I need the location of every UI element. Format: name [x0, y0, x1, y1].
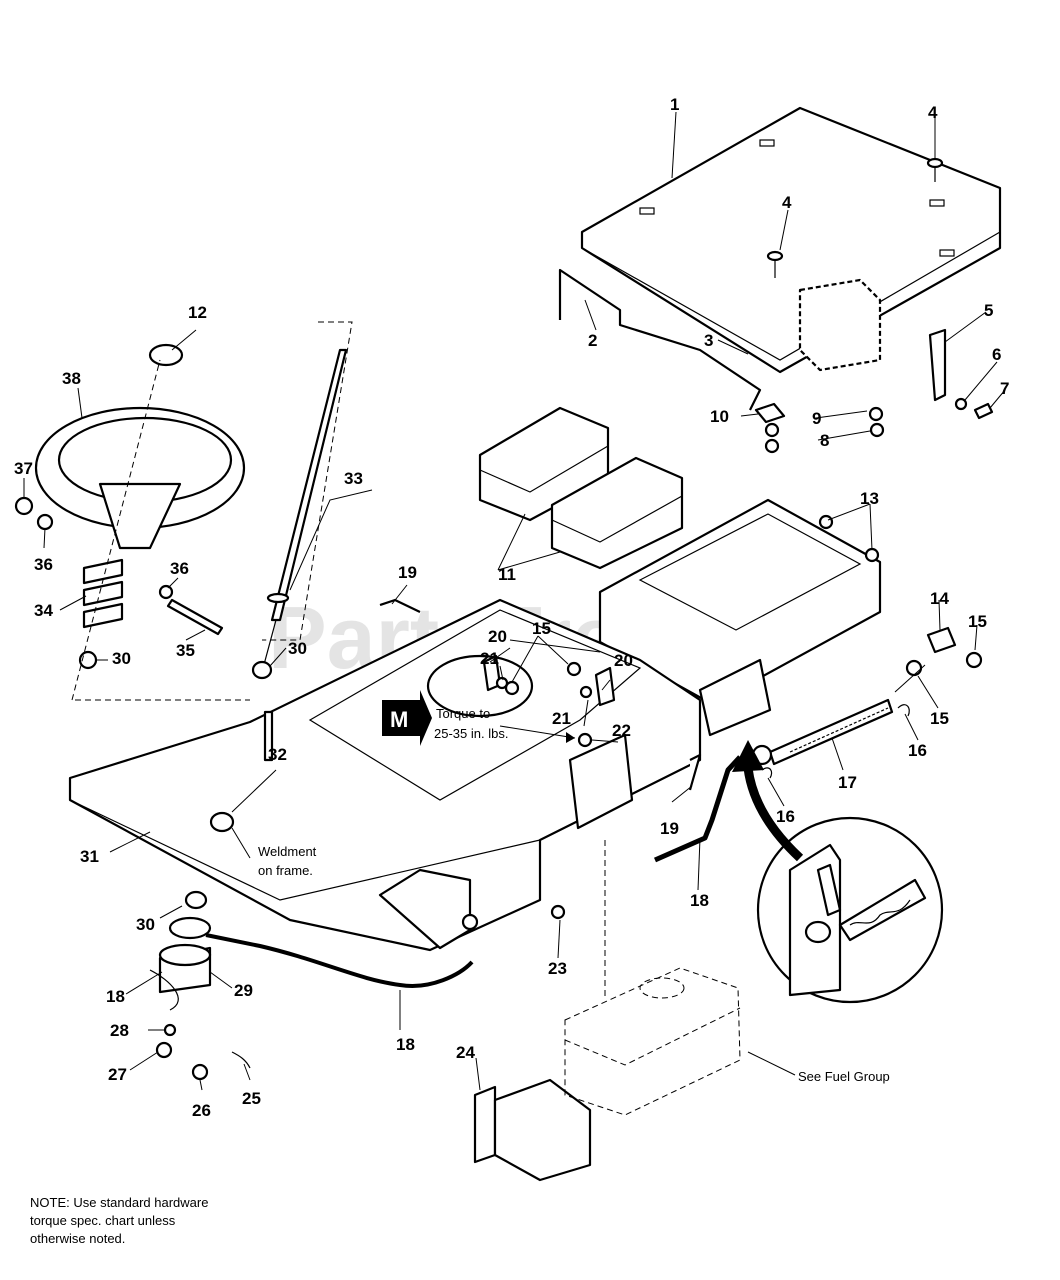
callout-5: 5 [984, 301, 993, 320]
callout-21b: 21 [552, 709, 571, 728]
rod-part-18-right [653, 755, 742, 863]
callout-38: 38 [62, 369, 81, 388]
callout-21a: 21 [480, 649, 499, 668]
lower-hardware [149, 890, 251, 1081]
rear-frame-bracket [598, 498, 882, 737]
torque-note-line1: Torque to [436, 706, 490, 721]
callout-labels: 1 2 3 4 4 5 6 7 8 9 10 11 12 13 14 15 15… [14, 95, 1009, 1120]
steering-wheel-part-38 [34, 343, 246, 550]
callout-4b: 4 [782, 193, 792, 212]
callout-3: 3 [704, 331, 713, 350]
callout-28: 28 [110, 1021, 129, 1040]
detail-arrow [743, 767, 804, 862]
callout-27: 27 [108, 1065, 127, 1084]
callout-17: 17 [838, 773, 857, 792]
callout-15c: 15 [930, 709, 949, 728]
callout-11: 11 [498, 565, 516, 584]
seat-rod-part-2 [558, 268, 762, 411]
callout-14: 14 [930, 589, 949, 608]
callout-8: 8 [820, 431, 829, 450]
callout-19a: 19 [398, 563, 417, 582]
callout-24: 24 [456, 1043, 475, 1062]
main-frame-part-31 [68, 598, 702, 952]
callout-2: 2 [588, 331, 597, 350]
callout-33: 33 [344, 469, 363, 488]
callout-6: 6 [992, 345, 1001, 364]
callout-12: 12 [188, 303, 207, 322]
callout-19b: 19 [660, 819, 679, 838]
weight-blocks-part-11 [478, 406, 684, 570]
callout-16b: 16 [776, 807, 795, 826]
callout-37: 37 [14, 459, 33, 478]
detail-inset [756, 816, 944, 1004]
callout-29: 29 [234, 981, 253, 1000]
callout-9: 9 [812, 409, 821, 428]
leader-lines [23, 111, 1006, 1091]
callout-18c: 18 [106, 987, 125, 1006]
callout-20b: 20 [614, 651, 633, 670]
wheel-hardware [14, 496, 273, 680]
frame-bolts [379, 514, 880, 920]
callout-4a: 4 [928, 103, 938, 122]
seat-hardware [764, 397, 994, 454]
fuel-tank-outline [564, 967, 741, 1116]
spring-part-34 [78, 558, 124, 670]
footer-note-line1: NOTE: Use standard hardware [30, 1195, 208, 1210]
callout-18b: 18 [396, 1035, 415, 1054]
cable-part-18-lower [205, 933, 474, 988]
torque-marker: M Torque to 25-35 in. lbs. [382, 690, 576, 746]
weldment-note-line2: on frame. [258, 863, 313, 878]
brackets-part-20 [482, 654, 616, 707]
callout-10: 10 [710, 407, 729, 426]
callout-30a: 30 [136, 915, 155, 934]
weldment-note-line1: Weldment [258, 844, 317, 859]
detail-arrowhead [732, 740, 764, 772]
callout-20a: 20 [488, 627, 507, 646]
callout-1: 1 [670, 95, 679, 114]
callout-18a: 18 [690, 891, 709, 910]
callout-16a: 16 [908, 741, 927, 760]
callout-22: 22 [612, 721, 631, 740]
callout-35: 35 [176, 641, 195, 660]
footer-note-line2: torque spec. chart unless [30, 1213, 176, 1228]
callout-23: 23 [548, 959, 567, 978]
callout-7: 7 [1000, 379, 1009, 398]
callout-15a: 15 [532, 619, 551, 638]
footer-note-line3: otherwise noted. [30, 1231, 125, 1246]
callout-36b: 36 [170, 559, 189, 578]
fuel-group-note: See Fuel Group [798, 1069, 890, 1084]
weldment-part-32 [209, 811, 235, 833]
seat-clip-part-10 [754, 402, 786, 424]
carriage-bolt-part-4 [766, 157, 944, 278]
callout-32: 32 [268, 745, 287, 764]
callout-31: 31 [80, 847, 99, 866]
callout-13: 13 [860, 489, 879, 508]
mount-bracket [568, 733, 634, 830]
torque-note-line2: 25-35 in. lbs. [434, 726, 508, 741]
callout-26: 26 [192, 1101, 211, 1120]
callout-30b: 30 [288, 639, 307, 658]
callout-25: 25 [242, 1089, 261, 1108]
seat-pan-part-1 [580, 106, 1002, 402]
callout-36a: 36 [34, 555, 53, 574]
bracket-part-24 [473, 1078, 592, 1182]
callout-30c: 30 [112, 649, 131, 668]
callout-15b: 15 [968, 612, 987, 631]
callout-34: 34 [34, 601, 53, 620]
torque-badge-letter: M [390, 707, 408, 732]
cable-part-17 [751, 698, 894, 766]
